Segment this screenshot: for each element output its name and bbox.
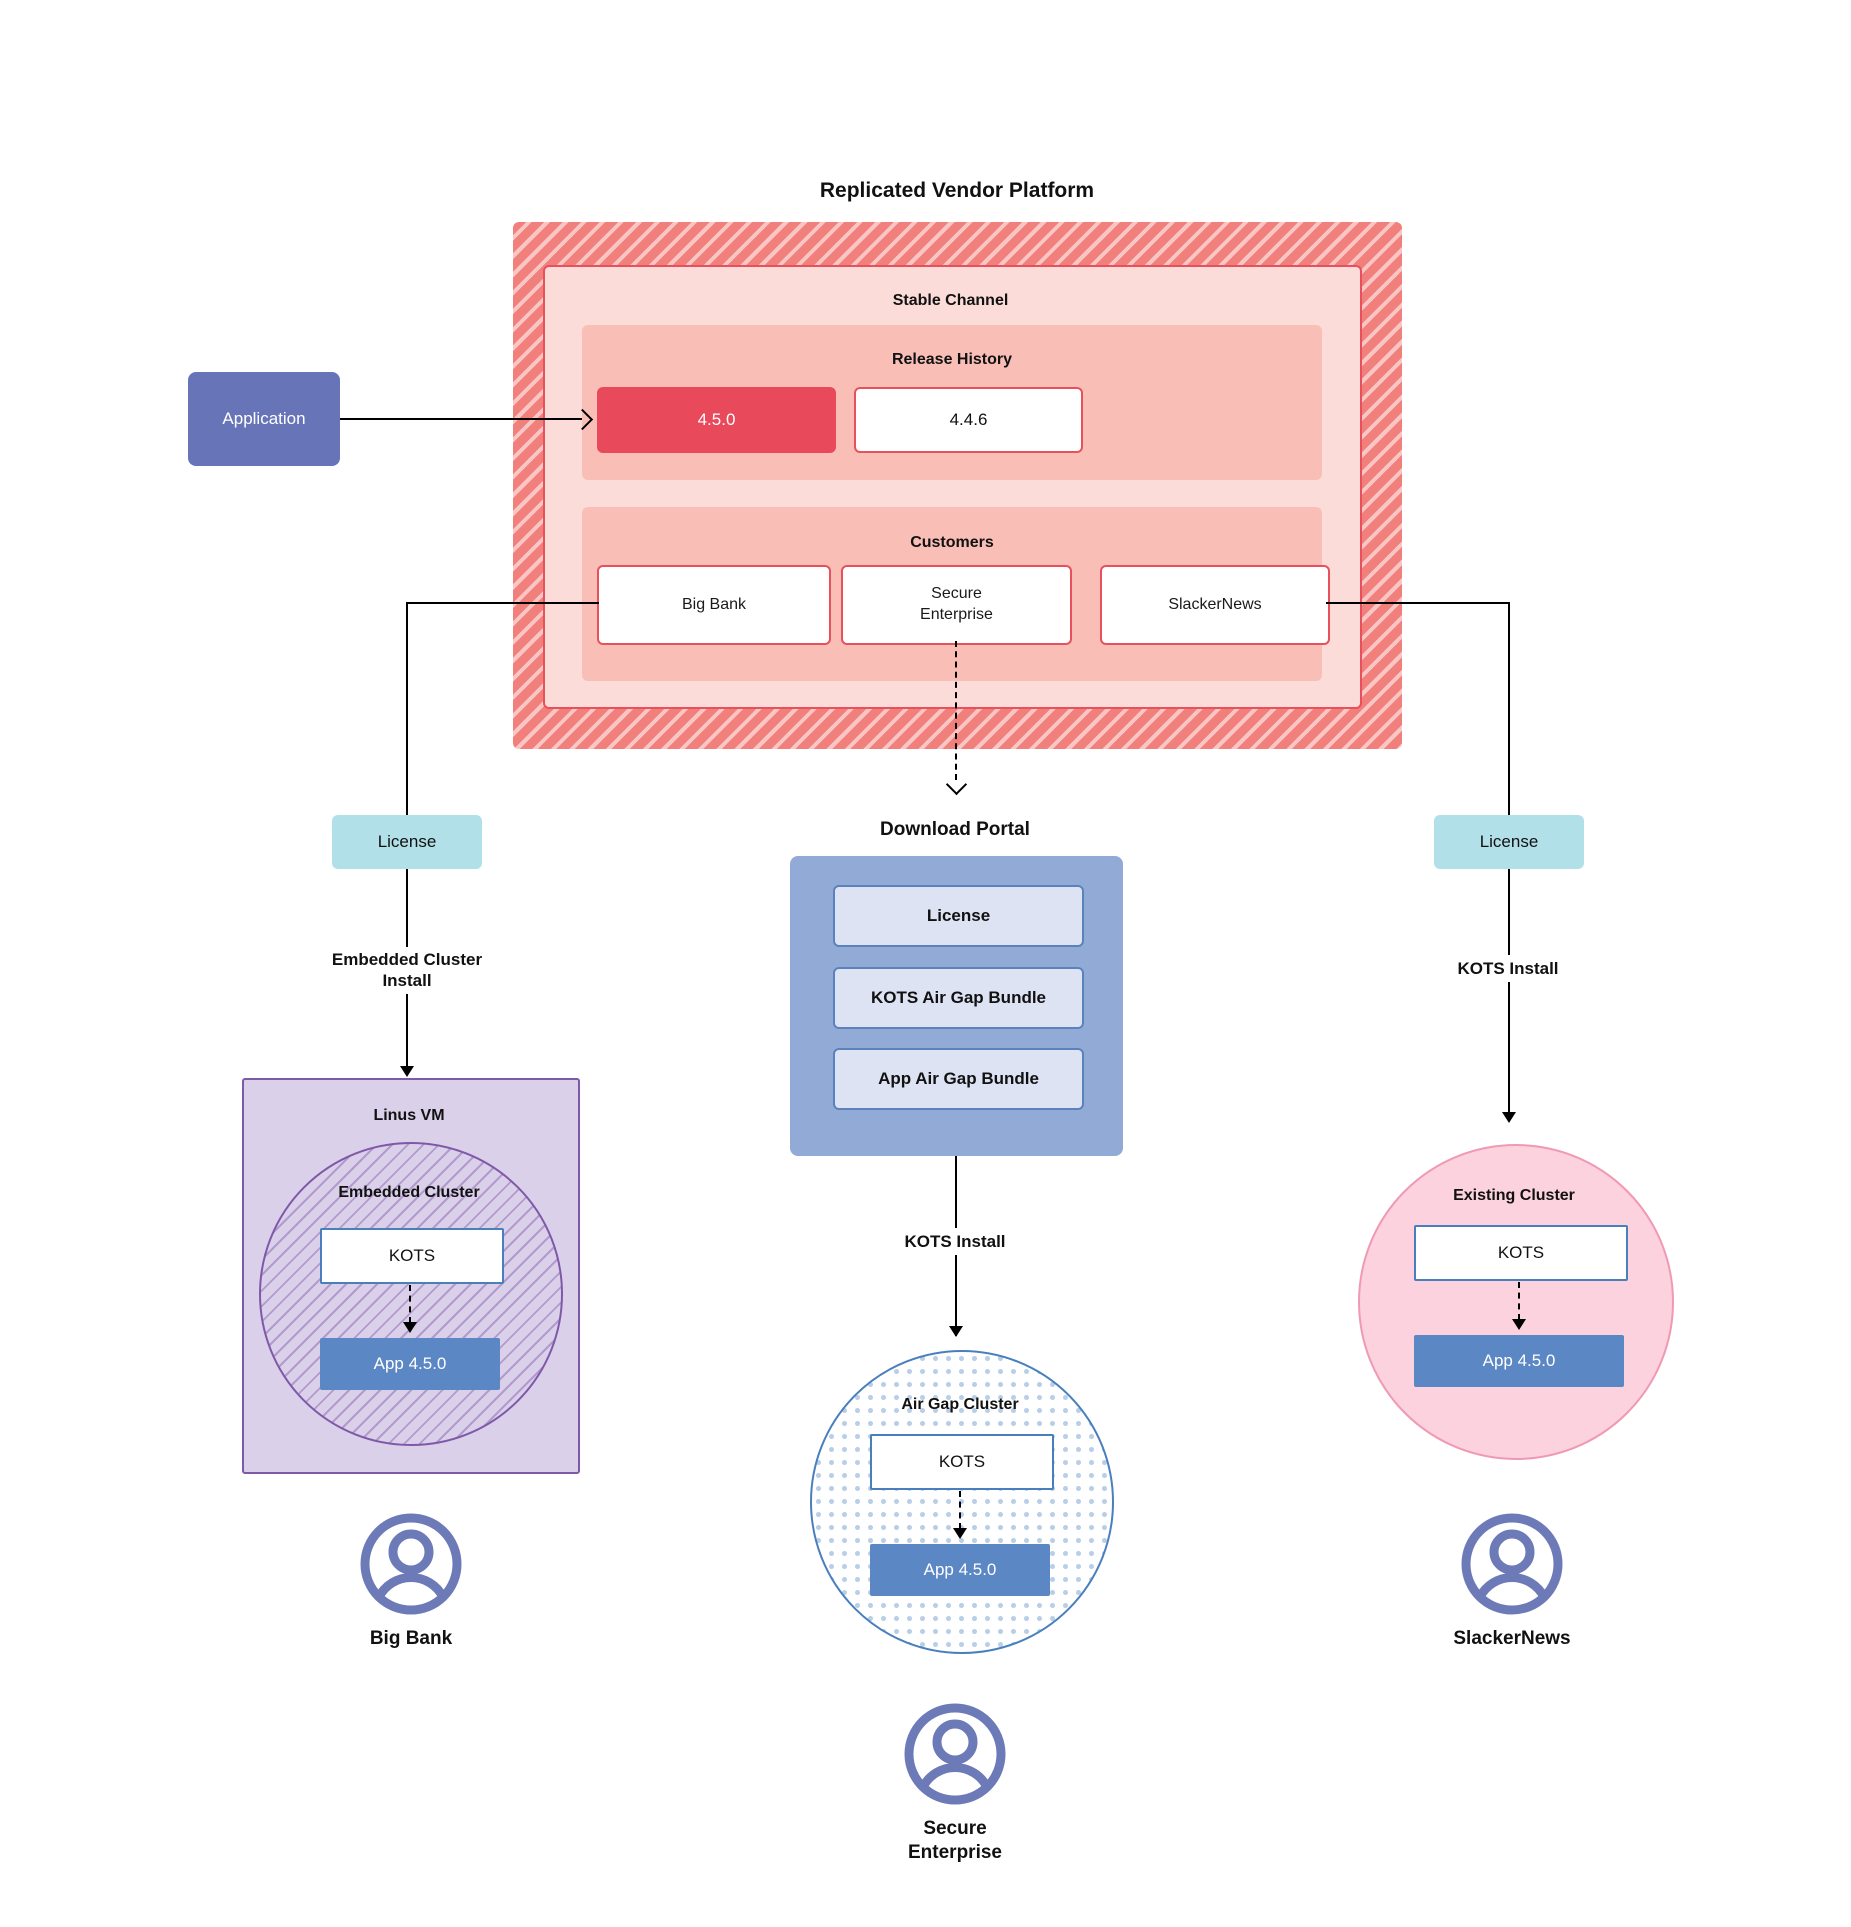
app-version-node-embedded[interactable]: App 4.5.0 — [320, 1338, 500, 1390]
customer-label-big-bank: Big Bank — [369, 1628, 453, 1649]
arrowhead-to-existing-cluster — [1502, 1112, 1516, 1123]
user-avatar-icon-secure-enterprise — [904, 1703, 1006, 1805]
arrowhead-secure-enterprise-to-portal — [945, 773, 968, 796]
embedded-cluster-circle — [259, 1142, 563, 1446]
embedded-cluster-title: Embedded Cluster — [338, 1184, 480, 1201]
connector-kots-to-app-embedded — [409, 1285, 411, 1323]
arrowhead-kots-to-app-existing — [1512, 1319, 1526, 1330]
portal-item-app-airgap-bundle[interactable]: App Air Gap Bundle — [833, 1048, 1084, 1110]
stable-channel-title: Stable Channel — [892, 292, 1009, 309]
connector-slackernews-vertical — [1508, 602, 1510, 815]
arrowhead-kots-to-app-embedded — [403, 1322, 417, 1333]
kots-node-embedded[interactable]: KOTS — [320, 1228, 504, 1284]
arrowhead-to-linus-vm — [400, 1066, 414, 1077]
application-node[interactable]: Application — [188, 372, 340, 466]
release-history-title: Release History — [891, 351, 1013, 368]
air-gap-cluster-title: Air Gap Cluster — [901, 1396, 1019, 1413]
page-title: Replicated Vendor Platform — [819, 179, 1095, 202]
connector-license-right-down — [1508, 869, 1510, 1121]
kots-node-airgap[interactable]: KOTS — [870, 1434, 1054, 1490]
customer-label-secure-enterprise: Secure Enterprise — [908, 1818, 1002, 1863]
license-node-left[interactable]: License — [332, 815, 482, 869]
connector-kots-to-app-airgap — [959, 1491, 961, 1529]
customer-label-slackernews: SlackerNews — [1453, 1628, 1571, 1649]
user-avatar-icon-slackernews — [1461, 1513, 1563, 1615]
release-box-previous[interactable]: 4.4.6 — [854, 387, 1083, 453]
kots-install-label-center: KOTS Install — [830, 1228, 1080, 1256]
embedded-cluster-install-label: Embedded Cluster Install — [277, 947, 537, 994]
release-box-current[interactable]: 4.5.0 — [597, 387, 836, 453]
linus-vm-title: Linus VM — [373, 1107, 445, 1124]
connector-kots-to-app-existing — [1518, 1282, 1520, 1320]
portal-item-license[interactable]: License — [833, 885, 1084, 947]
connector-bigbank-vertical — [406, 602, 408, 815]
customer-box-big-bank[interactable]: Big Bank — [597, 565, 831, 645]
air-gap-cluster-circle — [810, 1350, 1114, 1654]
kots-node-existing[interactable]: KOTS — [1414, 1225, 1628, 1281]
customer-box-slackernews[interactable]: SlackerNews — [1100, 565, 1330, 645]
portal-item-kots-airgap-bundle[interactable]: KOTS Air Gap Bundle — [833, 967, 1084, 1029]
connector-slackernews-horizontal — [1326, 602, 1510, 604]
arrowhead-to-airgap-cluster — [949, 1326, 963, 1337]
customer-box-secure-enterprise[interactable]: Secure Enterprise — [841, 565, 1072, 645]
license-node-right[interactable]: License — [1434, 815, 1584, 869]
connector-secure-enterprise-to-portal — [955, 641, 957, 780]
download-portal-title: Download Portal — [880, 819, 1030, 840]
customers-title: Customers — [910, 534, 994, 551]
user-avatar-icon-big-bank — [360, 1513, 462, 1615]
connector-application-to-release — [340, 418, 582, 420]
existing-cluster-title: Existing Cluster — [1453, 1187, 1575, 1204]
app-version-node-airgap[interactable]: App 4.5.0 — [870, 1544, 1050, 1596]
app-version-node-existing[interactable]: App 4.5.0 — [1414, 1335, 1624, 1387]
kots-install-label-right: KOTS Install — [1383, 955, 1633, 983]
arrowhead-kots-to-app-airgap — [953, 1528, 967, 1539]
connector-bigbank-horizontal — [406, 602, 599, 604]
existing-cluster-circle — [1358, 1144, 1674, 1460]
